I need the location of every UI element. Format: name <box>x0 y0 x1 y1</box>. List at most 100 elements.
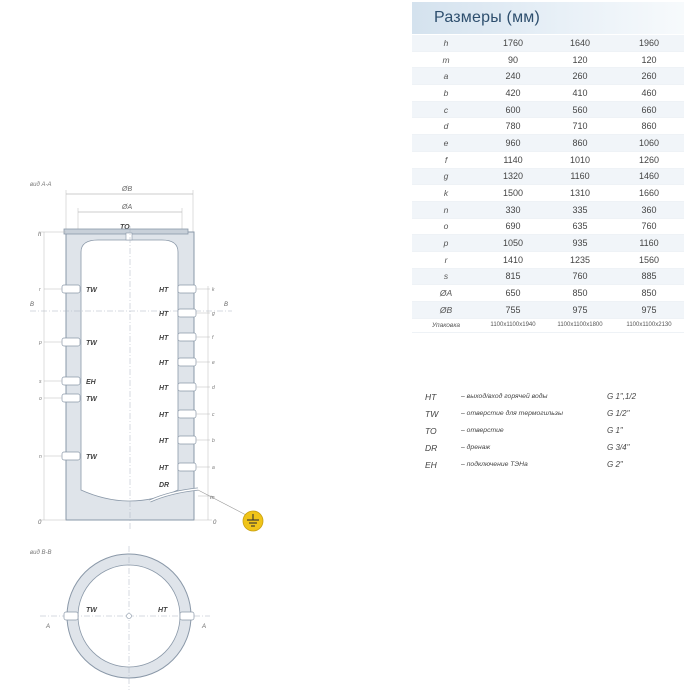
zero-left-label: 0 <box>38 520 42 526</box>
right-port-label: HT <box>159 438 169 445</box>
row-label: k <box>412 184 480 202</box>
table-cell: 1320 <box>480 168 546 186</box>
to-port <box>125 232 133 241</box>
plan-ht-label: HT <box>158 607 168 614</box>
table-cell: 815 <box>480 268 546 286</box>
table-cell: 335 <box>546 201 614 219</box>
legend-size: G 3/4" <box>607 443 630 452</box>
table-cell: 1640 <box>546 35 614 52</box>
left-dim-label: p <box>38 340 42 346</box>
packaging-cell: 1100x1100x2130 <box>614 318 684 333</box>
legend-size: G 1",1/2 <box>607 392 637 401</box>
left-dim-label: s <box>39 379 42 385</box>
right-port-label: HT <box>159 412 169 419</box>
table-cell: 410 <box>546 84 614 102</box>
table-cell: 755 <box>480 301 546 319</box>
a-left-label: A <box>45 624 50 630</box>
left-port-label: EH <box>86 379 97 386</box>
legend-code: EH <box>425 459 437 470</box>
row-label: g <box>412 168 480 186</box>
drain-pipe-inner <box>149 488 199 502</box>
table-cell: 760 <box>614 218 684 236</box>
right-dim-label: f <box>212 335 214 341</box>
m-label: m <box>210 495 215 501</box>
row-label: r <box>412 251 480 269</box>
table-cell: 960 <box>480 134 546 152</box>
table-cell: 860 <box>614 117 684 136</box>
plan-tw-port <box>63 611 79 621</box>
legend-desc: – выход/вход горячей воды <box>461 393 548 400</box>
table-cell: 260 <box>614 67 684 86</box>
table-cell: 975 <box>546 301 614 319</box>
left-port-label: TW <box>86 340 98 347</box>
h-label: h <box>38 232 42 238</box>
ground-leader <box>197 489 249 517</box>
b-right-label: B <box>224 302 228 308</box>
right-dim-label: a <box>212 465 215 471</box>
packaging-cell: 1100x1100x1800 <box>546 318 614 333</box>
table-cell: 330 <box>480 201 546 219</box>
row-label: a <box>412 67 480 86</box>
table-cell: 860 <box>546 134 614 152</box>
dia-b-label: ØB <box>121 186 132 193</box>
table-cell: 560 <box>546 101 614 119</box>
table-cell: 1500 <box>480 184 546 202</box>
table-cell: 1160 <box>546 168 614 186</box>
right-dim-label: c <box>212 412 215 418</box>
right-port-fitting <box>177 308 197 318</box>
table-cell: 935 <box>546 234 614 252</box>
table-cell: 1460 <box>614 168 684 186</box>
table-cell: 260 <box>546 67 614 86</box>
table-cell: 1140 <box>480 151 546 169</box>
legend-desc: – дренаж <box>461 444 491 451</box>
left-port-label: TW <box>86 396 98 403</box>
legend-size: G 2" <box>607 460 623 469</box>
tank-inner-vessel <box>80 239 179 502</box>
table-cell: 240 <box>480 67 546 86</box>
table-cell: 1310 <box>546 184 614 202</box>
table-cell: 1060 <box>614 134 684 152</box>
table-cell: 1160 <box>614 234 684 252</box>
legend-code: DR <box>425 442 438 453</box>
row-label: e <box>412 134 480 152</box>
table-cell: 1410 <box>480 251 546 269</box>
row-label: m <box>412 51 480 69</box>
right-dim-label: d <box>212 385 215 391</box>
right-dim-label: b <box>212 438 215 444</box>
row-label: h <box>412 35 480 52</box>
zero-right-label: 0 <box>213 520 217 526</box>
table-cell: 850 <box>546 284 614 302</box>
left-port-label: TW <box>86 454 98 461</box>
table-cell: 760 <box>546 268 614 286</box>
legend-code: TO <box>425 425 437 436</box>
table-header: Размеры (мм) <box>412 2 684 34</box>
ground-icon <box>242 510 264 532</box>
table-cell: 1960 <box>614 35 684 52</box>
table-cell: 460 <box>614 84 684 102</box>
left-port-fitting <box>61 376 81 386</box>
table-cell: 975 <box>614 301 684 319</box>
table-cell: 1050 <box>480 234 546 252</box>
row-label: b <box>412 84 480 102</box>
row-label: d <box>412 117 480 136</box>
left-dim-label: n <box>39 454 42 460</box>
a-right-label: A <box>201 624 206 630</box>
right-port-label: HT <box>159 385 169 392</box>
